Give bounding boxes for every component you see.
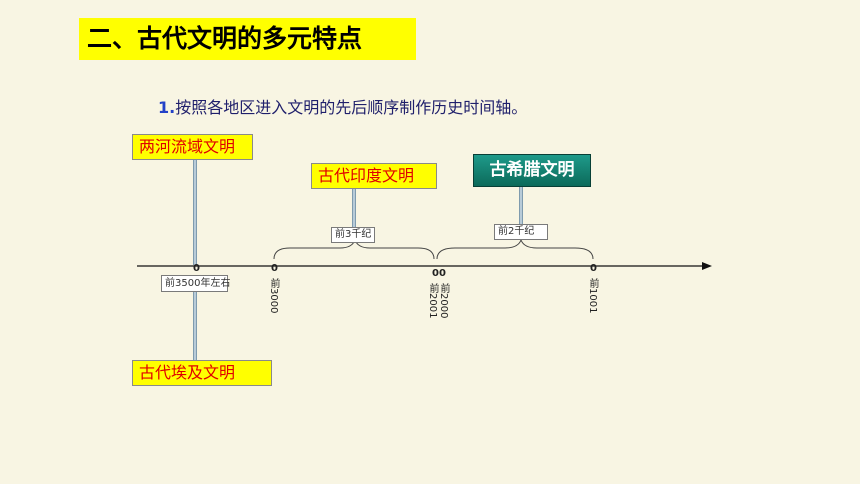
instruction-body: 按照各地区进入文明的先后顺序制作历史时间轴。 <box>175 98 528 117</box>
tick-2000: 00 <box>432 268 446 279</box>
tick-1001: 0 <box>590 263 597 274</box>
tick-3000: 0 <box>271 263 278 274</box>
pillar-greece <box>519 187 523 224</box>
instruction-number: 1. <box>158 98 176 117</box>
label-mesopotamia: 两河流域文明 <box>132 134 253 160</box>
label-2001: 前2001 <box>427 283 438 319</box>
label-india: 古代印度文明 <box>311 163 437 189</box>
label-egypt: 古代埃及文明 <box>132 360 272 386</box>
marker-3500: 前3500年左右 <box>161 275 231 292</box>
timeline-arrow <box>702 262 712 270</box>
brace-second-millennium <box>436 238 594 260</box>
pillar-india <box>352 189 356 227</box>
label-greece: 古希腊文明 <box>473 154 591 187</box>
label-3000: 前3000 <box>268 278 279 314</box>
instruction-text: 1.按照各地区进入文明的先后顺序制作历史时间轴。 <box>158 94 527 118</box>
marker-3500-text: 前3500年左右 <box>165 278 231 289</box>
label-1001: 前1001 <box>587 278 598 314</box>
page-title: 二、古代文明的多元特点 <box>79 18 416 60</box>
period-third-millennium: 前3千纪 <box>331 227 376 243</box>
label-2000: 前2000 <box>438 283 449 319</box>
pillar-egypt <box>193 290 197 360</box>
period-second-millennium: 前2千纪 <box>494 224 548 240</box>
tick-3500: 0 <box>193 263 200 274</box>
pillar-mesopotamia <box>193 160 197 265</box>
